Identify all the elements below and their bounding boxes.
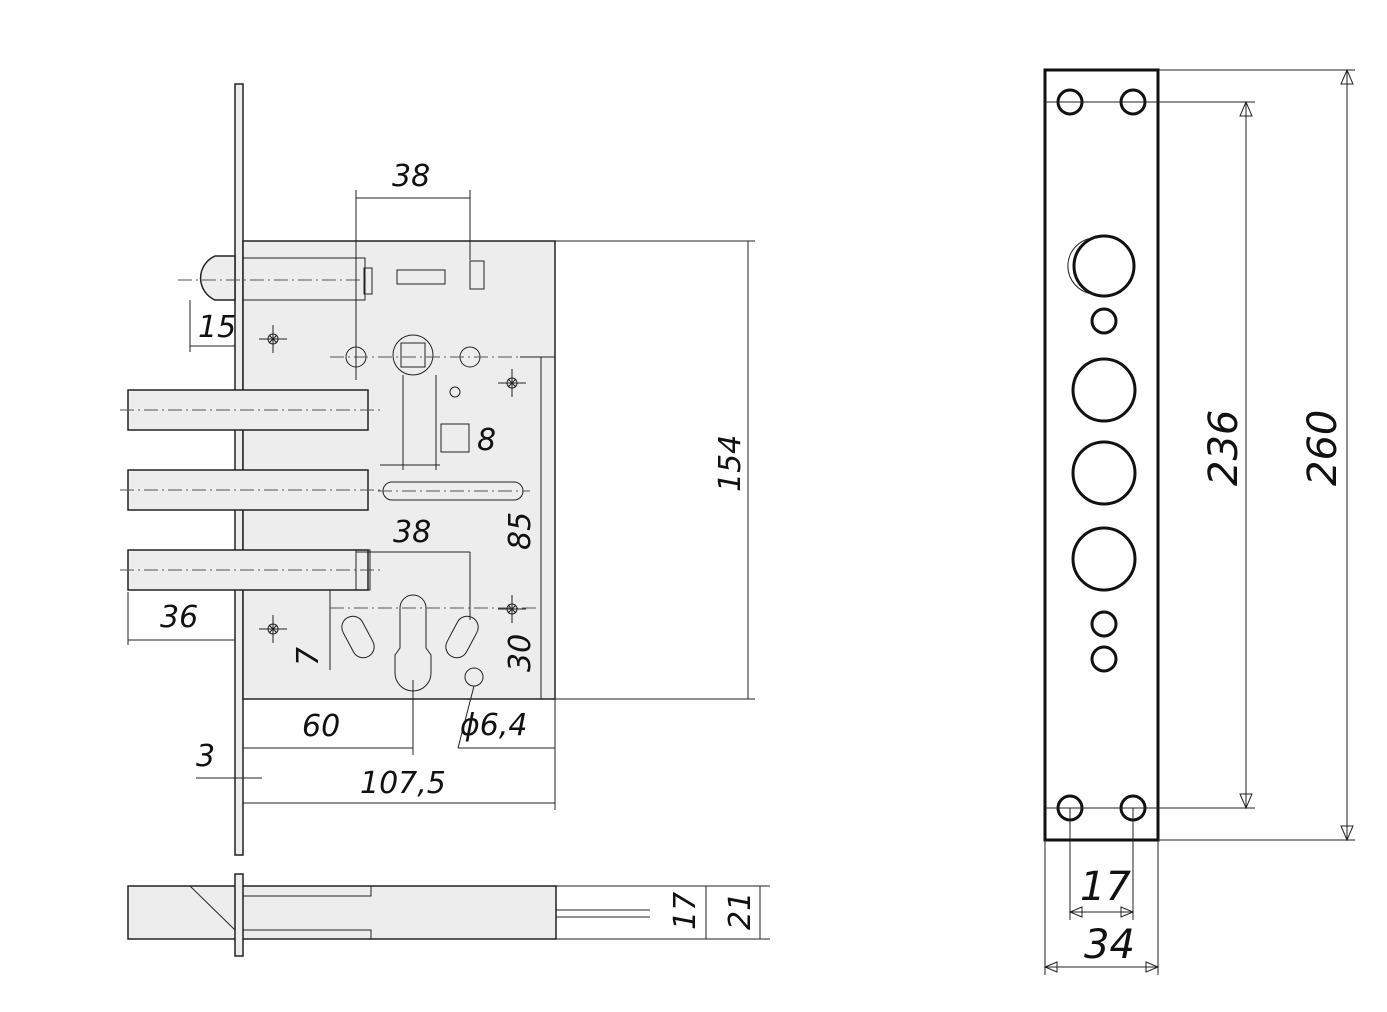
slot-top-left xyxy=(363,267,373,295)
dim-spindle-38: 38 xyxy=(392,159,430,194)
slot-top-right xyxy=(469,260,485,290)
dim-depth-107: 107,5 xyxy=(360,766,446,801)
dim-hole-d: ϕ6,4 xyxy=(460,708,528,743)
dim-17-bottom: 17 xyxy=(668,892,703,930)
dim-backset-60: 60 xyxy=(302,709,340,744)
dim-inner-236: 236 xyxy=(1201,410,1247,486)
strike-plate: 236 260 17 34 xyxy=(1043,68,1355,975)
front-dimensions: 15 38 38 36 7 85 3 xyxy=(127,159,755,810)
dim-height-154: 154 xyxy=(713,435,748,492)
bottom-view: 17 21 xyxy=(127,873,770,957)
dim-outer-260: 260 xyxy=(1300,410,1346,486)
dim-plate-3: 3 xyxy=(196,739,215,774)
dim-width-34: 34 xyxy=(1084,922,1135,968)
square-8-symbol xyxy=(440,423,470,453)
dim-bolt-36: 36 xyxy=(160,600,198,635)
dim-30: 30 xyxy=(503,634,538,672)
dim-21-bottom: 21 xyxy=(723,892,758,930)
dead-bolts xyxy=(120,389,380,591)
dim-85: 85 xyxy=(503,512,538,550)
cylinder-cutout xyxy=(330,594,540,692)
dim-cylinder-38: 38 xyxy=(393,515,431,550)
dim-7: 7 xyxy=(291,647,326,666)
dim-width-17: 17 xyxy=(1080,864,1131,910)
screw-marks xyxy=(259,325,526,643)
dim-latch-15: 15 xyxy=(198,310,236,345)
dim-square-8: 8 xyxy=(477,423,496,458)
latch-bolt xyxy=(178,255,370,301)
front-view: 8 15 xyxy=(120,83,755,856)
latch-hole xyxy=(1067,234,1136,298)
slot-top-middle xyxy=(396,269,446,285)
